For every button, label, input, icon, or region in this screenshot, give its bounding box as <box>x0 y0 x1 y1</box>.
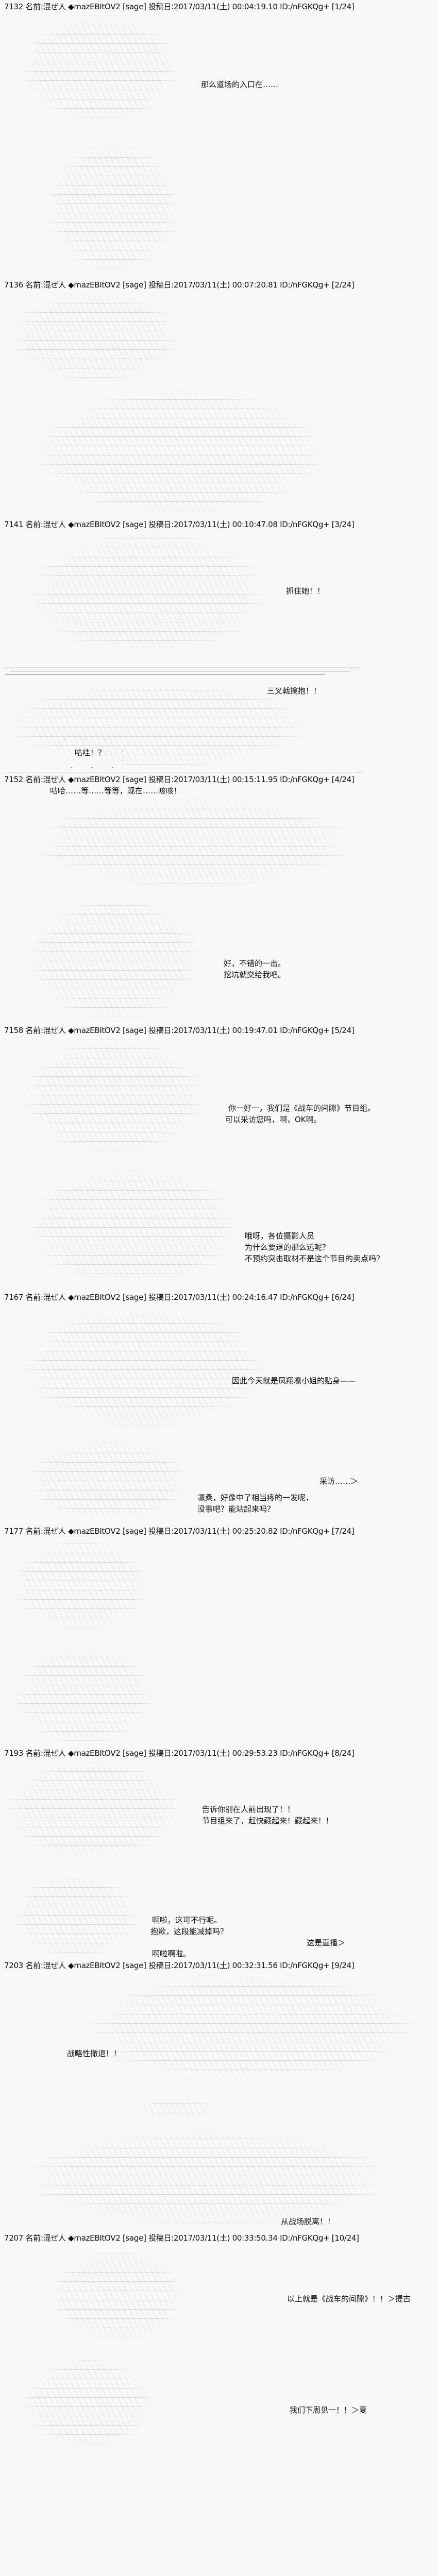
dialogue-line: 因此今天就是凤翔凛小姐的贴身—— <box>232 1376 356 1385</box>
post-header: 7158 名前:混ぜ人 ◆mazEBItOV2 [sage] 投稿日:2017/… <box>4 1026 355 1035</box>
ascii-art <box>13 1645 155 1747</box>
dialogue-line: 从战场脱离！！ <box>281 2217 335 2226</box>
dialogue-line: 挖坑就交给我吧。 <box>224 970 286 979</box>
dialogue-line: 抓住她！！ <box>286 586 325 596</box>
page-end-spacer <box>0 2452 1 2453</box>
ascii-art <box>46 141 180 275</box>
dialogue-line: 抱歉，这段能减掉吗？ <box>150 1927 228 1936</box>
ascii-art <box>23 2357 152 2450</box>
dialogue-line: 三叉戟擒抱！！ <box>267 686 322 696</box>
ascii-art <box>13 1873 139 1958</box>
dialogue-line: 可以采访您吗，啊，OK啊。 <box>225 1115 322 1124</box>
ascii-art <box>28 896 201 1023</box>
dialogue-line: 这是直播＞ <box>307 1938 346 1947</box>
ascii-art <box>49 2249 186 2343</box>
ascii-art <box>139 2099 216 2119</box>
post-header: 7203 名前:混ぜ人 ◆mazEBItOV2 [sage] 投稿日:2017/… <box>4 1961 355 1970</box>
dialogue-line: 以上就是《战车的间隙》！！＞提古 <box>287 2294 411 2303</box>
post-header: 7152 名前:混ぜ人 ◆mazEBItOV2 [sage] 投稿日:2017/… <box>4 775 355 784</box>
ascii-art <box>28 1437 188 1524</box>
ascii-art <box>31 796 356 889</box>
ascii-art <box>21 1036 206 1157</box>
dialogue-line: 没事吧？能站起来吗？ <box>197 1504 275 1514</box>
ascii-art <box>31 388 330 517</box>
ascii-art <box>10 291 180 383</box>
dialogue-line: 凛桑，好像中了相当疼的一发呢， <box>197 1493 314 1502</box>
ascii-art <box>21 1303 268 1431</box>
post-header: 7193 名前:混ぜ人 ◆mazEBItOV2 [sage] 投稿日:2017/… <box>4 1749 355 1758</box>
post-header: 7136 名前:混ぜ人 ◆mazEBItOV2 [sage] 投稿日:2017/… <box>4 280 355 290</box>
ascii-art <box>85 1972 417 2085</box>
post-header: 7177 名前:混ぜ人 ◆mazEBItOV2 [sage] 投稿日:2017/… <box>4 1527 355 1536</box>
dialogue-line: 节目组来了，赶快藏起来！藏起来！！ <box>202 1816 334 1825</box>
dialogue-line: 咕哇！？ <box>75 748 106 757</box>
dialogue-line: 好，不错的一击。 <box>224 959 286 968</box>
dialogue-line: 那么道场的入口在…… <box>201 80 279 89</box>
ascii-art <box>13 1537 149 1633</box>
post-header: 7207 名前:混ぜ人 ◆mazEBItOV2 [sage] 投稿日:2017/… <box>4 2233 359 2243</box>
dialogue-line: 告诉你别在人前出现了！！ <box>202 1805 295 1814</box>
dialogue-line: 采访……＞ <box>319 1477 359 1486</box>
ascii-art <box>5 680 309 770</box>
post-header: 7167 名前:混ぜ人 ◆mazEBItOV2 [sage] 投稿日:2017/… <box>4 1293 355 1302</box>
dialogue-line: 啊啦，这可不行呢。 <box>152 1916 222 1925</box>
dialogue-line: 哦呀，各位摄影人员 <box>245 1231 315 1241</box>
dialogue-line: 战略性撤退！！ <box>67 2049 122 2058</box>
post-header: 7141 名前:混ぜ人 ◆mazEBItOV2 [sage] 投稿日:2017/… <box>4 520 355 529</box>
dialogue-line: 你一好一，我们是《战车的间隙》节目组。 <box>228 1104 376 1113</box>
dialogue-line: 我们下周见一！！＞夏 <box>290 2405 367 2415</box>
dialogue-line: 啊啦啊啦。 <box>152 1949 191 1958</box>
ascii-art <box>21 12 180 124</box>
ascii-art <box>21 2128 392 2228</box>
dialogue-line: 咕哈……等……等等，现在……咳咳！ <box>50 786 182 795</box>
dialogue-line: 不预约突击取材不是这个节目的卖点吗？ <box>245 1254 384 1263</box>
ascii-art <box>5 1759 180 1861</box>
post-header: 7132 名前:混ぜ人 ◆mazEBItOV2 [sage] 投稿日:2017/… <box>4 2 355 11</box>
ascii-art <box>28 531 268 656</box>
dialogue-line: 为什么要退的那么远呢？ <box>245 1243 330 1252</box>
ascii-art <box>26 1165 240 1289</box>
